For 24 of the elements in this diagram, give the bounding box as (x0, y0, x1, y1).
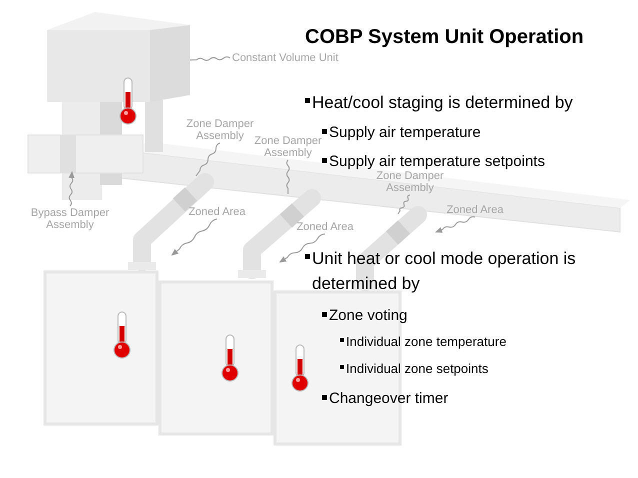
bullet-text: Individual zone setpoints (346, 360, 488, 378)
part-label: Zoned Area (440, 204, 510, 216)
part-label: Bypass Damper Assembly (20, 207, 120, 231)
bullet-text: Changeover timer (329, 389, 448, 409)
bullet-text: Unit heat or cool mode operation is determined by (312, 248, 577, 295)
part-label: Zoned Area (182, 206, 252, 218)
bullet-text: Supply air temperature (329, 123, 481, 143)
part-label: Zone Damper Assembly (248, 135, 328, 159)
leader-line (171, 218, 218, 256)
leader-line (279, 234, 326, 263)
slide-title: COBP System Unit Operation (305, 26, 584, 49)
bullet-text: Supply air temperature setpoints (329, 152, 545, 171)
leader-line (190, 56, 230, 61)
leader-line (286, 160, 290, 194)
part-label: Constant Volume Unit (232, 52, 338, 64)
bullet-text: Heat/cool staging is determined by (312, 92, 573, 114)
part-label: Zone Damper Assembly (370, 170, 450, 194)
leader-line (398, 194, 410, 214)
leader-line (196, 142, 220, 176)
bullet-text: Individual zone temperature (346, 333, 506, 351)
part-label: Zoned Area (290, 221, 360, 233)
bullet-text: Zone voting (329, 306, 408, 326)
leader-line (68, 171, 75, 206)
leader-line (435, 216, 476, 233)
